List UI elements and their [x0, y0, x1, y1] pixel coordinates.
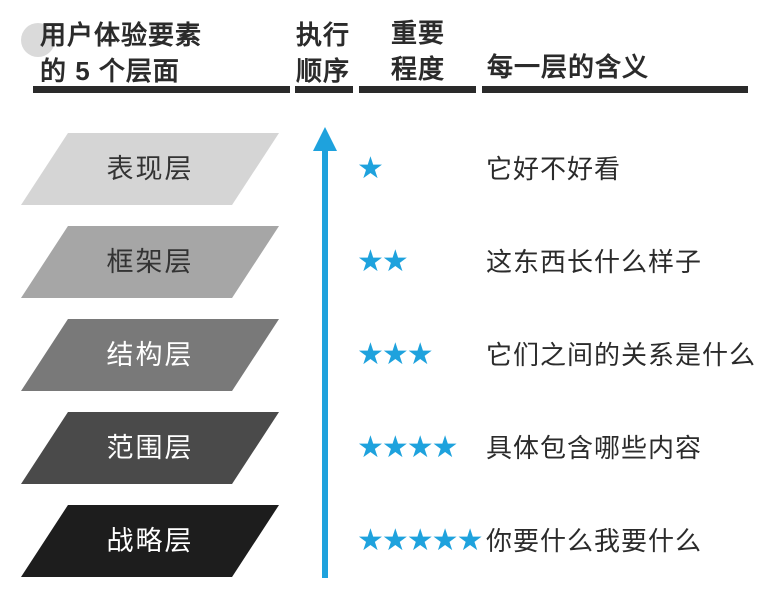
layer-skeleton: 框架层: [21, 226, 279, 298]
meaning-scope: 具体包含哪些内容: [486, 433, 703, 463]
layer-strategy: 战略层: [21, 505, 279, 577]
meaning-strategy: 你要什么我要什么: [486, 526, 703, 556]
title-line-2: 的 5 个层面: [40, 56, 180, 86]
layer-scope: 范围层: [21, 412, 279, 484]
arrow-shaft: [322, 149, 328, 578]
col-importance-line-1: 重要: [391, 18, 446, 48]
col-importance-line-2: 程度: [391, 54, 446, 84]
star-rating-4: ★★★★: [357, 431, 459, 464]
layer-surface: 表现层: [21, 133, 279, 205]
star-rating-5: ★★★★★: [357, 524, 483, 557]
meaning-structure: 它们之间的关系是什么: [486, 340, 757, 370]
title-underline: [33, 86, 290, 93]
meaning-underline: [482, 86, 748, 93]
col-meaning-header: 每一层的含义: [487, 52, 650, 82]
col-exec-order-line-2: 顺序: [296, 56, 351, 86]
arrow-up-icon: [313, 127, 337, 151]
importance-underline: [359, 86, 476, 93]
star-rating-3: ★★★: [357, 338, 434, 371]
star-rating-2: ★★: [357, 245, 409, 278]
star-rating-1: ★: [357, 152, 384, 185]
layer-structure: 结构层: [21, 319, 279, 391]
col-exec-order-line-1: 执行: [296, 20, 351, 50]
meaning-skeleton: 这东西长什么样子: [486, 247, 703, 277]
exec-order-underline: [295, 86, 353, 93]
title-line-1: 用户体验要素: [40, 20, 203, 50]
decorative-circle: [21, 23, 55, 57]
meaning-surface: 它好不好看: [486, 154, 622, 184]
